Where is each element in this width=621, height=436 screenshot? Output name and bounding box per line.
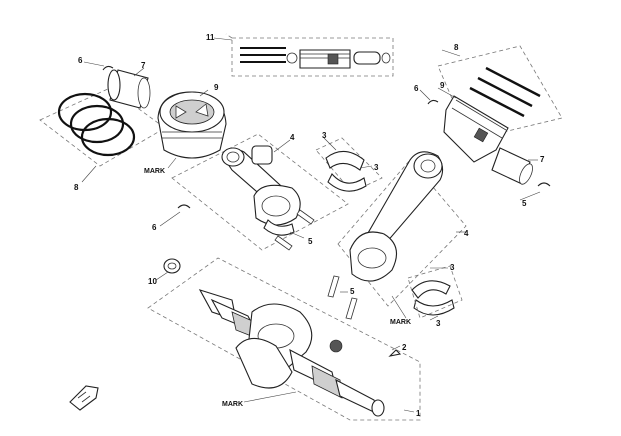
callout-7-right: 7 [540,155,545,164]
ring-set-rings [240,47,286,63]
right-piston-group [427,45,563,187]
callout-7-left: 7 [141,61,146,70]
callout-5-left: 5 [308,237,313,246]
left-piston [157,91,227,159]
right-piston-pin [491,147,533,185]
woodruff-key [388,349,402,357]
mark-label-crank: MARK [222,401,243,408]
callout-9-right: 9 [440,81,445,90]
callout-6-mid: 6 [152,223,157,232]
left-circlip-mid [177,204,191,209]
piston-ring-set-box [213,33,394,77]
crankshaft-group [147,257,421,421]
callout-3-right-b: 3 [436,319,441,328]
front-arrow-icon [69,385,99,411]
callout-3-right-a: 3 [450,263,455,272]
left-rod-bearings [251,145,295,236]
left-connecting-rod [221,147,301,226]
left-piston-group [39,65,227,167]
callout-1: 1 [416,409,421,418]
mark-label-piston: MARK [144,168,165,175]
callout-10: 10 [148,277,157,286]
callout-4-left: 4 [290,133,295,142]
callout-6-left: 6 [78,56,83,65]
mark-label-rod: MARK [390,319,411,326]
callout-4-right: 4 [464,229,469,238]
left-piston-rings [57,92,136,157]
left-rod-bolts [274,209,315,251]
right-connecting-rod [349,151,444,282]
right-piston-rings [469,66,541,118]
right-circlip-top [427,99,439,105]
right-rod-bolts [327,275,358,320]
callout-2: 2 [402,343,407,352]
callout-11: 11 [206,33,215,42]
callout-6-right-top: 6 [414,84,419,93]
bearing-shells-top [315,137,383,193]
leader-lines [81,49,541,413]
left-piston-pin [107,69,151,109]
left-circlip-top [102,65,114,71]
right-piston [443,95,509,163]
callout-5-right-edge: 5 [522,199,527,208]
right-rod-bearings [411,280,455,316]
crankshaft [198,289,385,417]
right-circlip-bottom [537,182,551,187]
callout-9-left: 9 [214,83,219,92]
right-rod-group [327,151,467,320]
crank-nut [163,258,181,274]
callout-8-right: 8 [454,43,459,52]
callout-3-top-a: 3 [322,131,327,140]
callout-3-top-b: 3 [374,163,379,172]
ring-set-piston [286,49,391,69]
callout-8-left: 8 [74,183,79,192]
left-rod-group [171,133,349,251]
callout-5-right-mid: 5 [350,287,355,296]
